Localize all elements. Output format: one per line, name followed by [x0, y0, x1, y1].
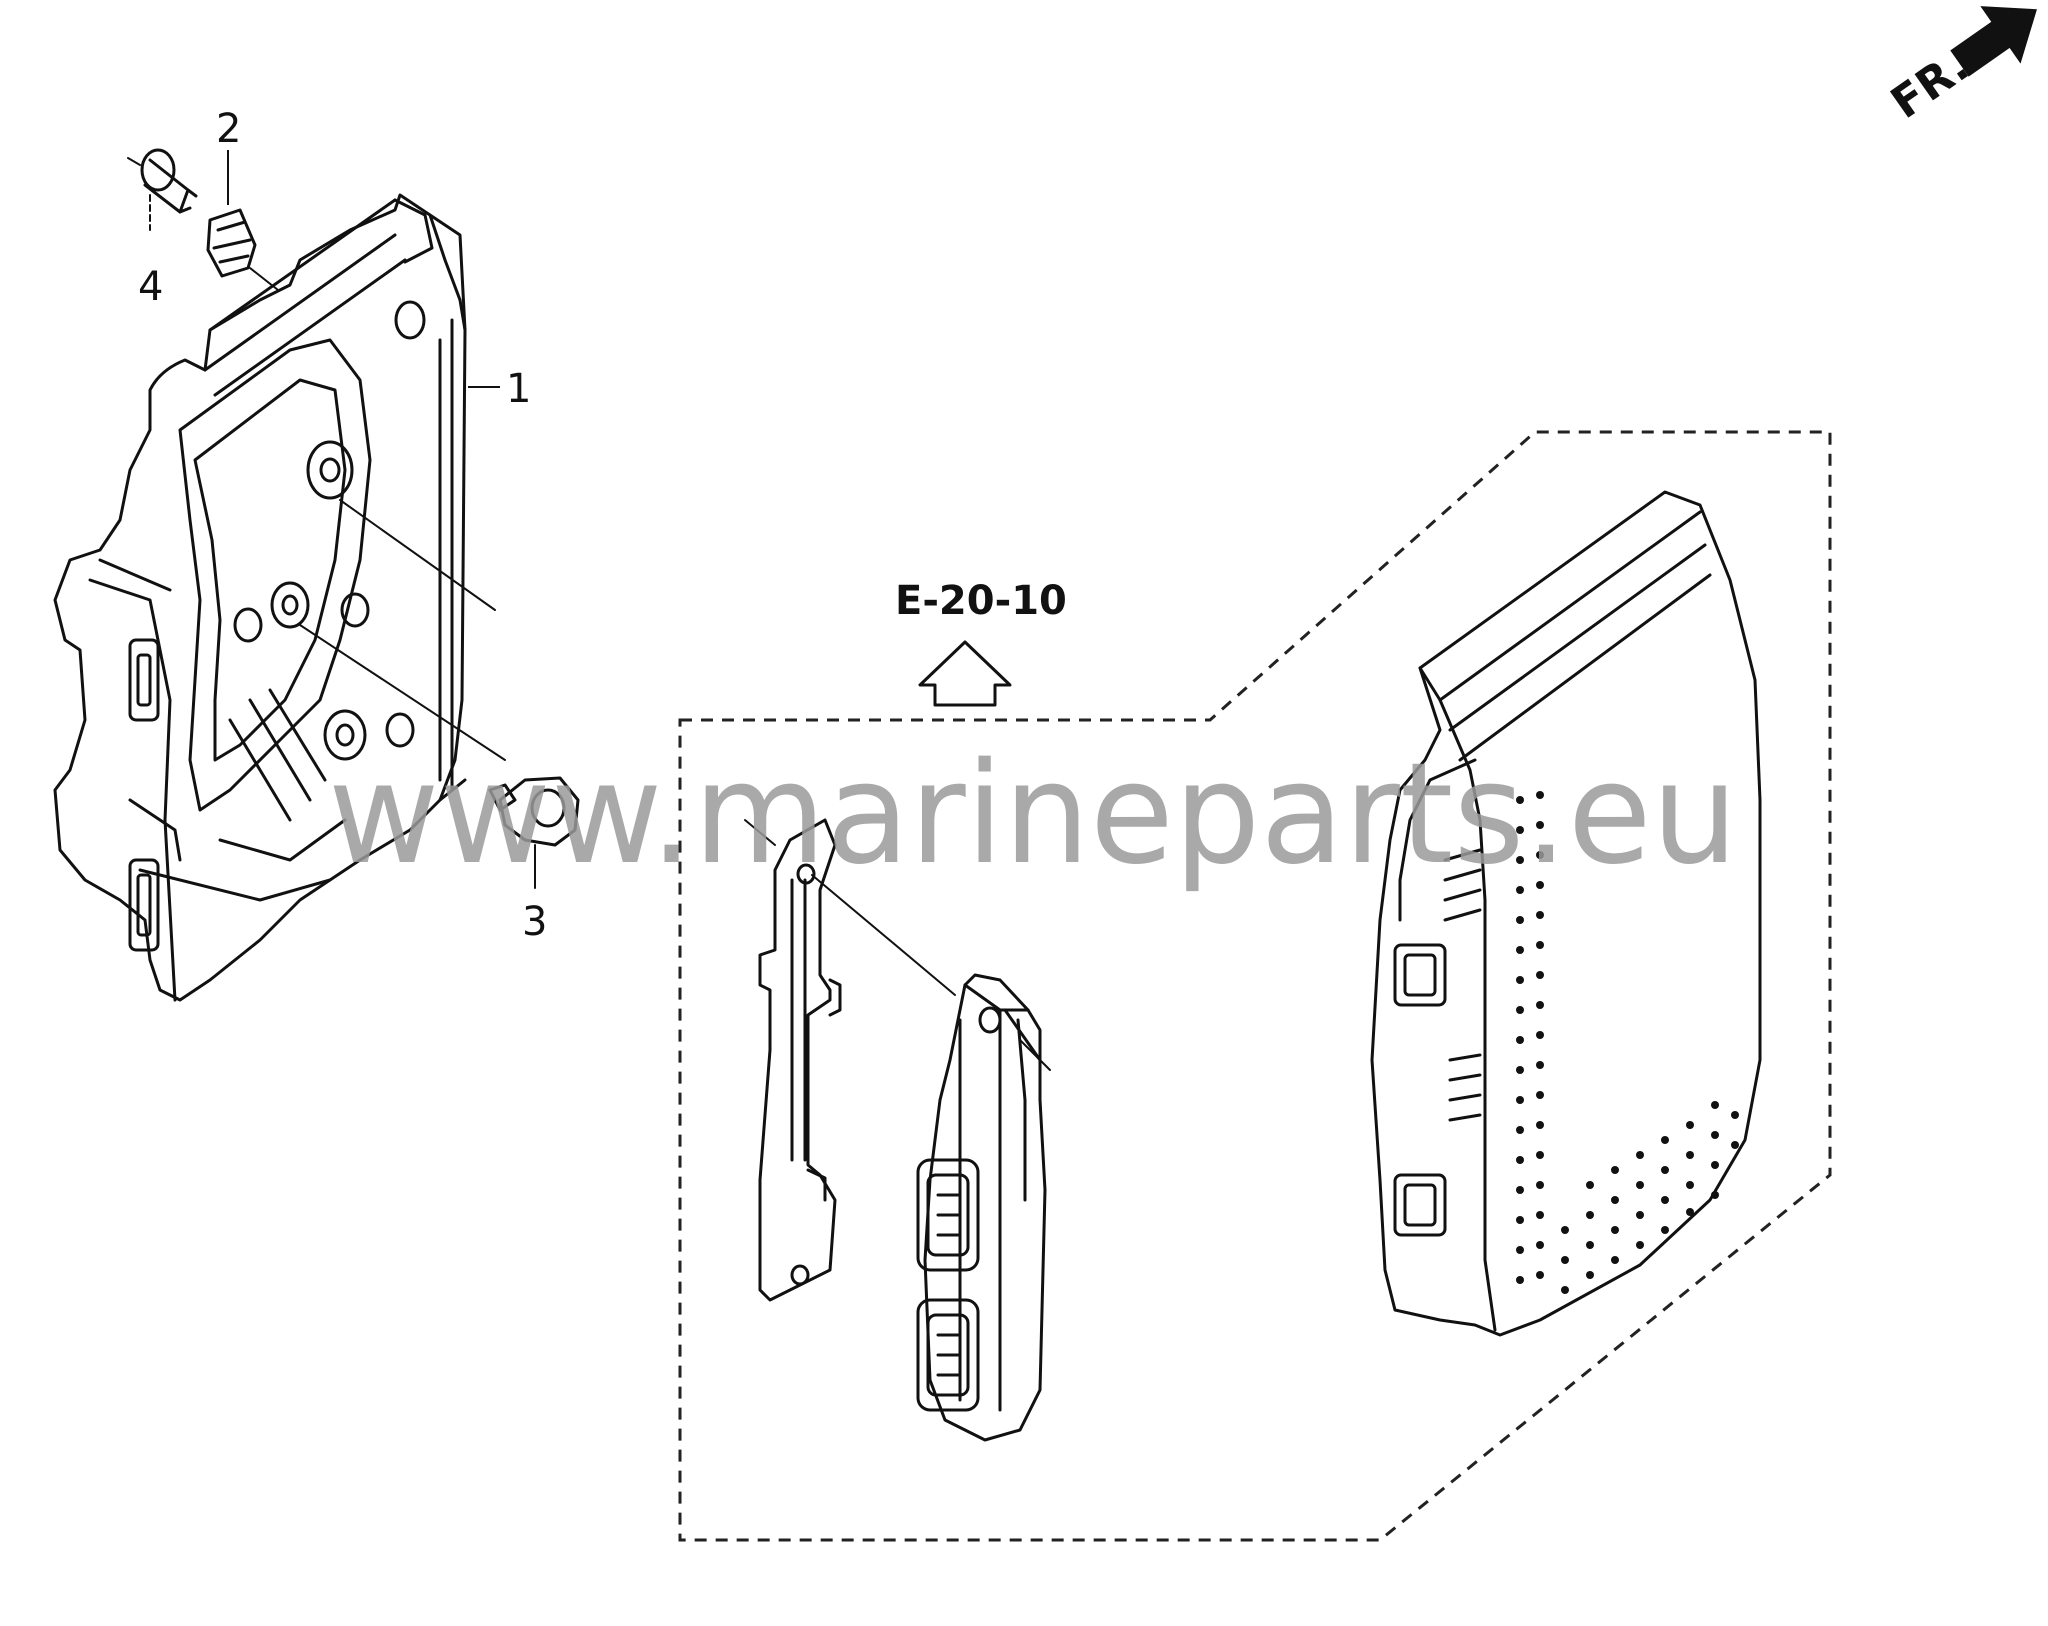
watermark: www.marineparts.eu — [328, 733, 1738, 896]
callout-4-label: 4 — [138, 264, 163, 310]
part-3-clip — [488, 776, 580, 889]
front-direction-indicator: FR. — [1882, 6, 2037, 129]
callout-2-label: 2 — [216, 106, 241, 152]
callout-4: 4 — [138, 264, 163, 310]
callout-1-label: 1 — [506, 366, 531, 412]
part-1-housing — [53, 193, 506, 1002]
part-4-screw — [127, 148, 198, 231]
callout-2: 2 — [216, 106, 241, 205]
cover — [1370, 490, 1762, 1337]
front-arrow-icon — [1950, 6, 2037, 77]
callout-3: 3 — [522, 899, 547, 945]
assembly-boundary — [678, 430, 1832, 1542]
cover-grille — [1516, 791, 1739, 1294]
reference-label: E-20-10 — [895, 578, 1067, 624]
control-module — [916, 973, 1051, 1442]
reference-indicator: E-20-10 — [895, 578, 1067, 707]
callout-3-label: 3 — [522, 899, 547, 945]
reference-arrow-icon — [918, 640, 1012, 707]
part-2-grommet — [206, 208, 279, 291]
bracket — [744, 818, 956, 1302]
callout-1: 1 — [468, 366, 531, 412]
